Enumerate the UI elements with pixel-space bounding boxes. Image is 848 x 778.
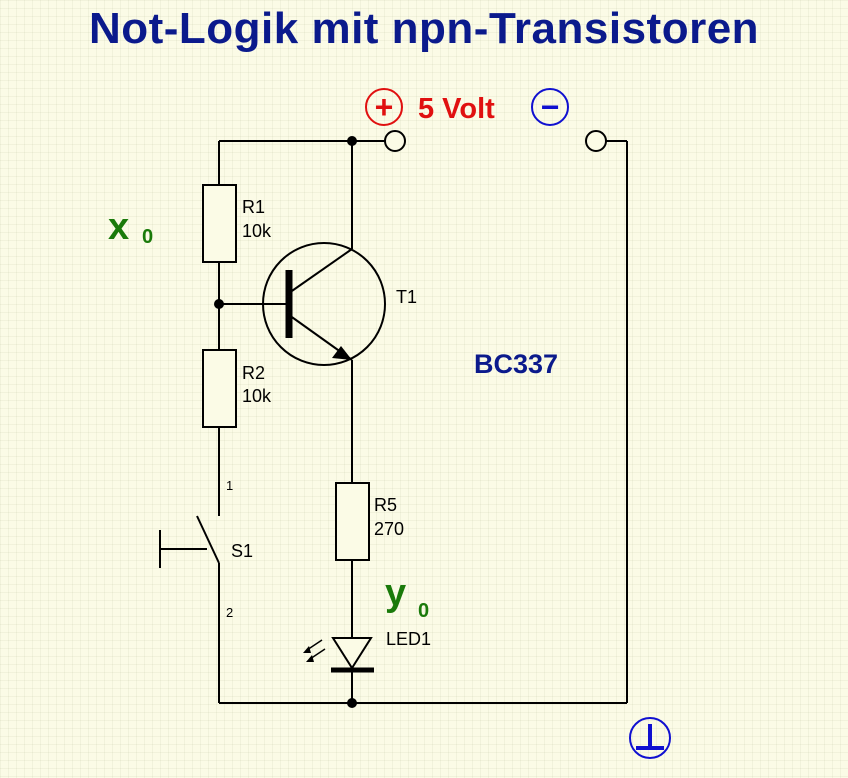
s1-pin1-label: 1 — [226, 478, 233, 493]
minus-terminal — [585, 130, 607, 152]
light-arrow-icon — [306, 655, 314, 662]
resistor-r1: R1 10k — [202, 184, 272, 263]
output-signal-label: y 0 — [385, 572, 429, 622]
r2-body — [202, 349, 237, 428]
switch-s1: S1 1 2 — [159, 478, 253, 620]
r1-body — [202, 184, 237, 263]
light-arrow-icon — [303, 646, 311, 653]
plus-terminal — [384, 130, 406, 152]
ground-circle — [629, 717, 671, 759]
plus-circle-icon — [365, 88, 403, 126]
s1-pin2-label: 2 — [226, 605, 233, 620]
output-signal-index: 0 — [418, 600, 429, 622]
supply-voltage-label: 5 Volt — [418, 93, 495, 125]
r5-body — [335, 482, 370, 561]
resistor-r2: R2 10k — [202, 349, 272, 428]
r5-value: 270 — [374, 519, 404, 539]
r2-value: 10k — [242, 386, 272, 406]
output-signal-letter: y — [385, 572, 406, 614]
input-signal-letter: x — [108, 206, 129, 248]
transistor-type-label: BC337 — [474, 349, 558, 379]
input-signal-index: 0 — [142, 226, 153, 248]
junction-dot — [347, 136, 357, 146]
supply-label: + 5 Volt − — [365, 88, 569, 126]
resistor-r5: R5 270 — [335, 482, 404, 561]
switch-blade — [196, 515, 220, 564]
emitter-arrow-icon — [332, 346, 352, 360]
r1-name: R1 — [242, 197, 265, 217]
minus-circle-icon — [531, 88, 569, 126]
led-led1: LED1 — [303, 629, 431, 673]
junction-dot — [347, 698, 357, 708]
transistor-t1: T1 — [262, 242, 417, 366]
r2-name: R2 — [242, 363, 265, 383]
ground-icon — [629, 717, 671, 759]
minus-sign: − — [541, 89, 560, 125]
input-signal-label: x 0 — [108, 206, 153, 248]
junction-dot — [214, 299, 224, 309]
led-body — [331, 637, 373, 670]
plus-sign: + — [375, 89, 394, 125]
r5-name: R5 — [374, 495, 397, 515]
s1-name: S1 — [231, 541, 253, 561]
r1-value: 10k — [242, 221, 272, 241]
wires — [218, 140, 628, 704]
led1-name: LED1 — [386, 629, 431, 649]
page-title: Not-Logik mit npn-Transistoren — [88, 4, 760, 53]
t1-name: T1 — [396, 287, 417, 307]
transistor-collector-lead — [288, 248, 353, 294]
transistor-envelope — [262, 242, 386, 366]
